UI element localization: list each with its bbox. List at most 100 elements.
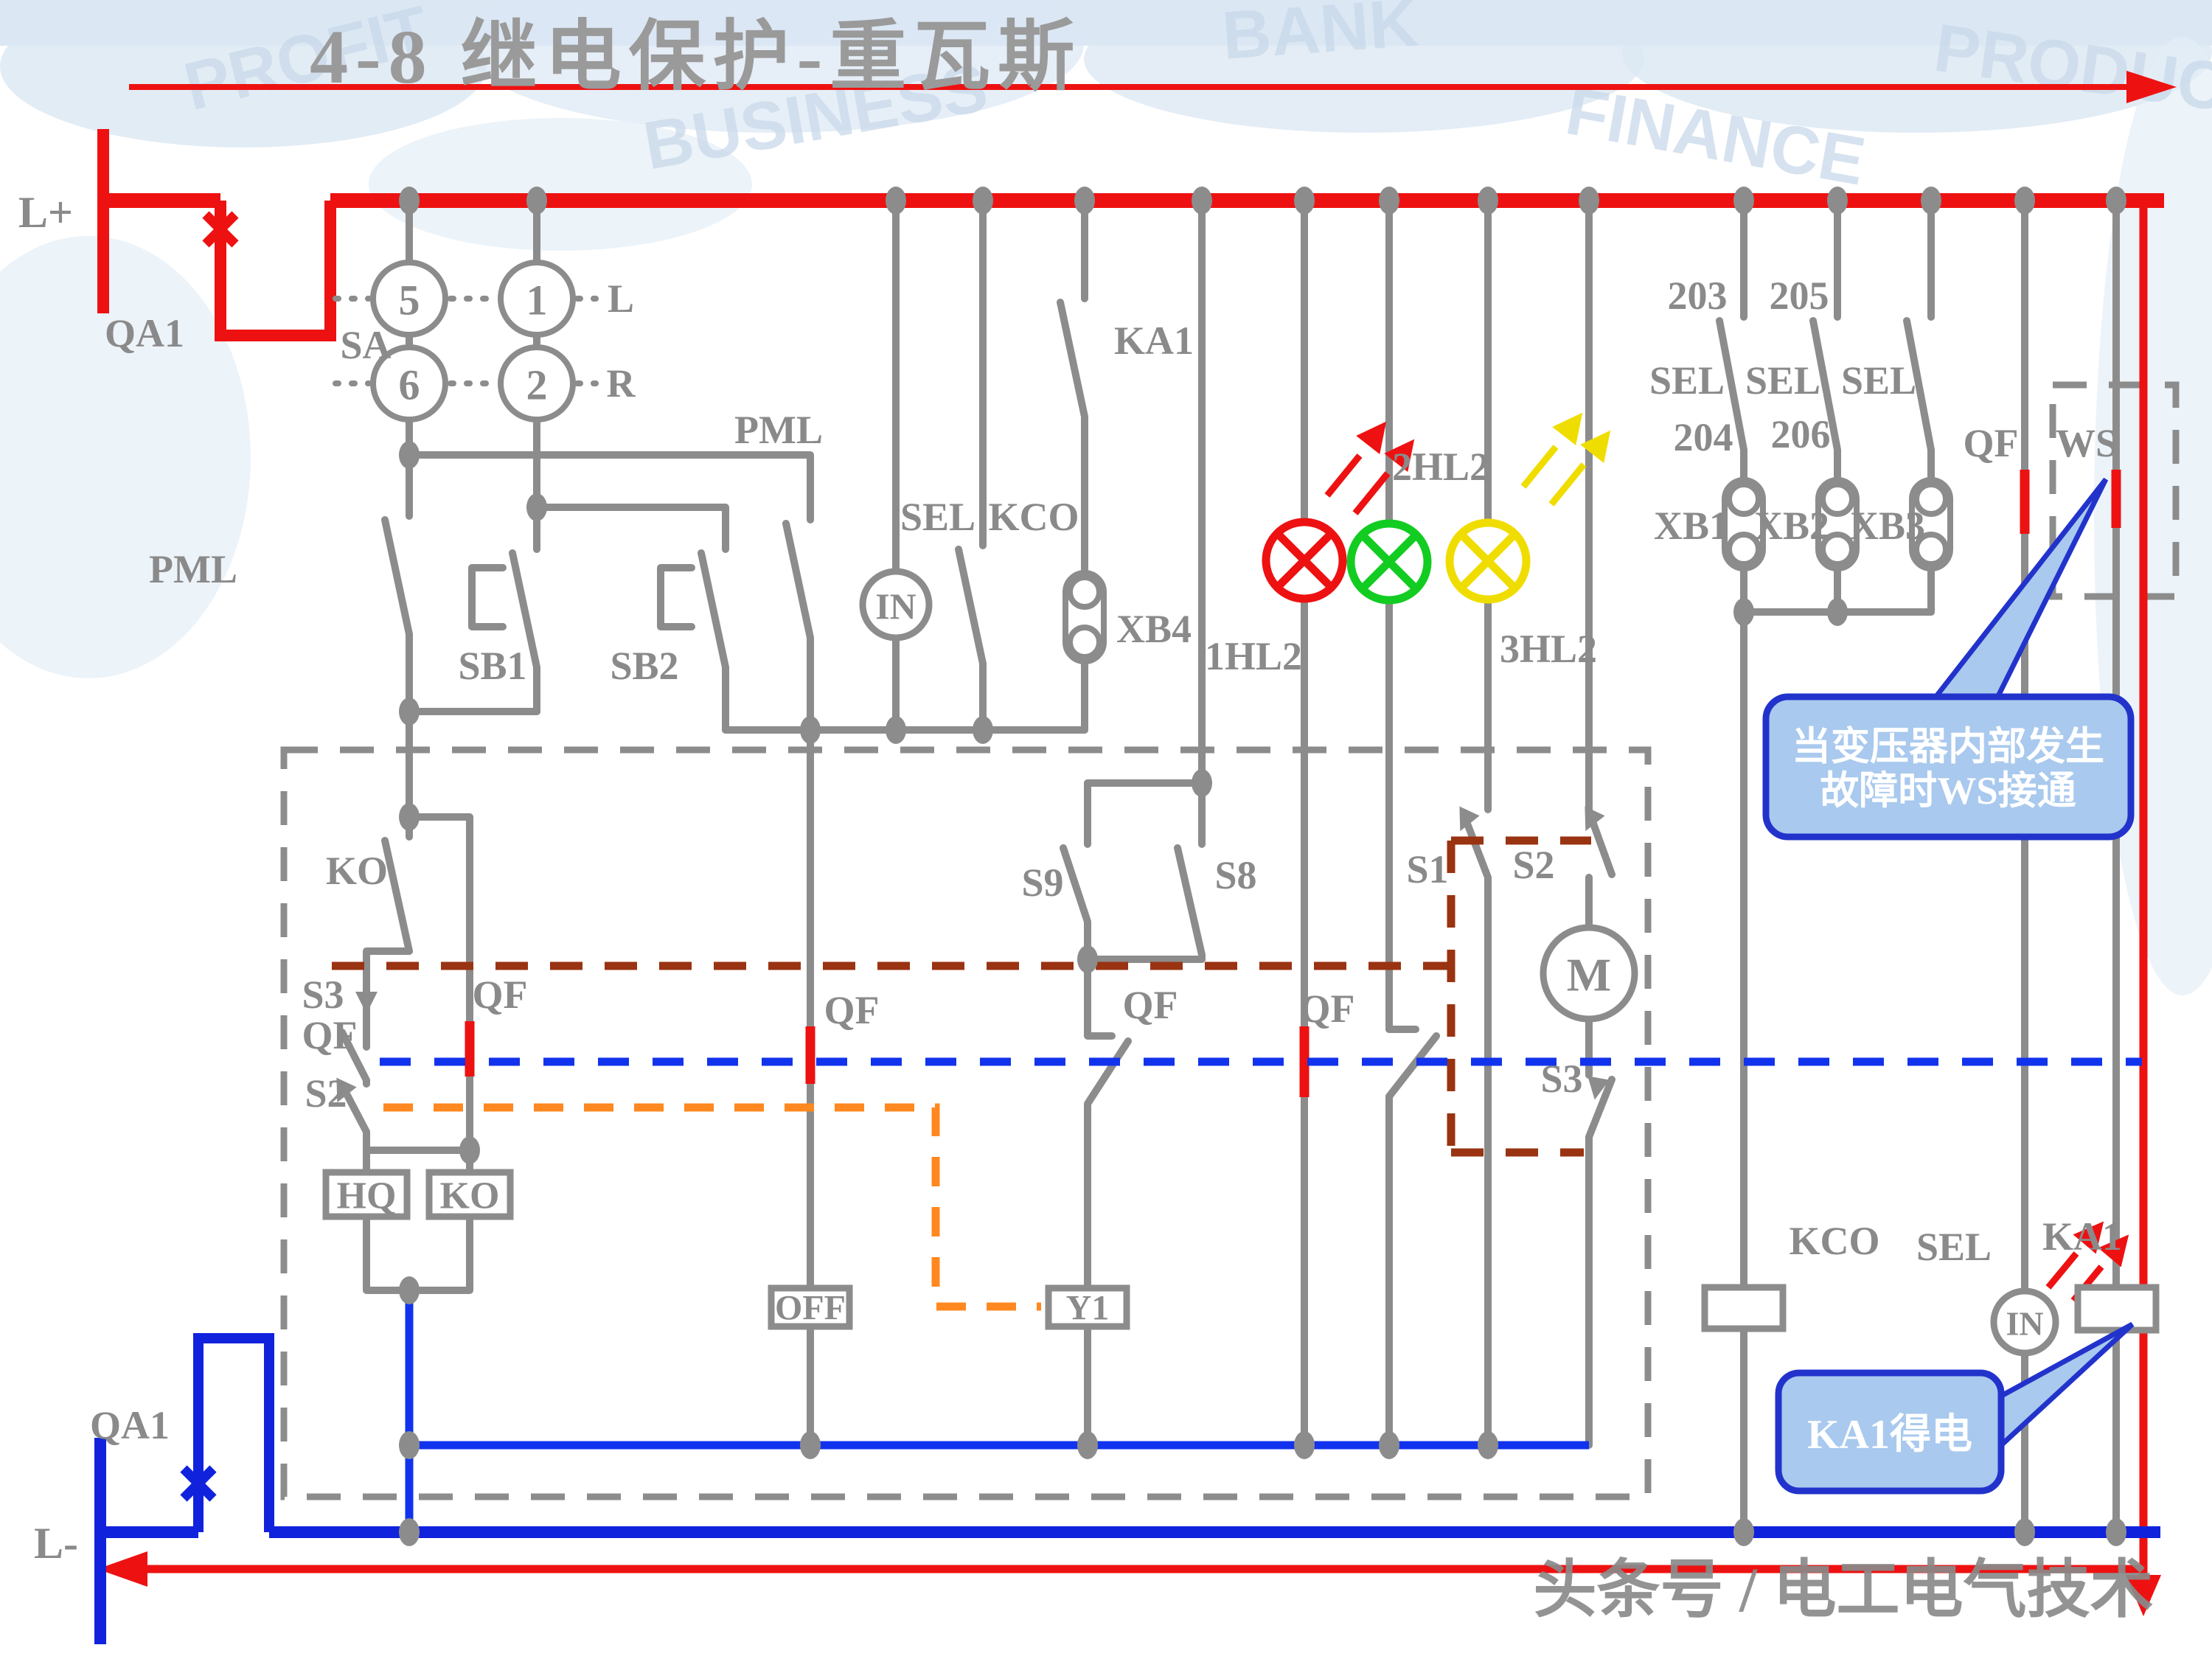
junction-dot bbox=[1827, 598, 1848, 626]
sel3-column bbox=[1903, 197, 1935, 616]
s9-label: S9 bbox=[1021, 860, 1063, 905]
l-plus-label: L+ bbox=[18, 188, 73, 237]
sa-selector bbox=[370, 260, 576, 422]
ko-contact-label: KO bbox=[326, 849, 388, 893]
hq-coil-label: HQ bbox=[337, 1175, 397, 1217]
junction-dot bbox=[526, 187, 547, 215]
sb2-label: SB2 bbox=[610, 644, 678, 688]
junction-dot bbox=[800, 716, 821, 744]
sa-contact-2: 2 bbox=[526, 361, 548, 409]
wire-203: 203 bbox=[1668, 274, 1728, 318]
link-ring bbox=[1913, 481, 1949, 517]
junction-dot bbox=[399, 441, 420, 469]
junction-dot bbox=[399, 803, 420, 831]
junction-dot bbox=[1478, 1431, 1498, 1459]
junction-dot bbox=[1294, 1431, 1315, 1459]
junction-dot bbox=[1192, 769, 1212, 797]
sa-contact-1: 1 bbox=[526, 276, 548, 324]
sa-pos-r: R bbox=[607, 361, 636, 406]
kco-top-label: KCO bbox=[988, 495, 1079, 539]
sa-pos-l: L bbox=[608, 276, 634, 321]
l-minus-label: L- bbox=[34, 1519, 78, 1568]
s1-contact bbox=[1460, 810, 1492, 1449]
map-blob bbox=[465, 0, 1084, 133]
off-coil-label: OFF bbox=[775, 1289, 846, 1328]
callouts: 当变压器内部发生 故障时WS接通 KA1得电 bbox=[1762, 477, 2135, 1495]
s8-label: S8 bbox=[1214, 853, 1256, 897]
junction-dot bbox=[1478, 187, 1498, 215]
linkage-arrows bbox=[336, 806, 1610, 1103]
junction-dot bbox=[2014, 187, 2035, 215]
motor-label: M bbox=[1567, 949, 1611, 1001]
link-ring bbox=[1067, 574, 1102, 610]
sel-right-2: SEL bbox=[1745, 358, 1820, 403]
ws-callout: 当变压器内部发生 故障时WS接通 bbox=[1762, 477, 2135, 841]
sb1-label: SB1 bbox=[458, 644, 526, 688]
footer-watermark: 头条号 / 电工电气技术 bbox=[1534, 1554, 2154, 1625]
kco-bottom-label: KCO bbox=[1789, 1219, 1879, 1263]
lamp-cross bbox=[1275, 531, 1334, 590]
arrowhead bbox=[1384, 439, 1415, 473]
s3-right-arrow bbox=[1587, 1076, 1610, 1100]
junction-dot bbox=[1074, 187, 1095, 215]
coils bbox=[322, 1169, 2160, 1334]
link-ring bbox=[1820, 481, 1855, 517]
indicator-lamps bbox=[1262, 518, 1531, 605]
sel-bottom-label: SEL bbox=[1916, 1225, 1992, 1269]
sa-label: SA bbox=[340, 323, 391, 367]
junction-dot bbox=[1733, 1518, 1754, 1546]
xb1-label: XB1 bbox=[1654, 504, 1729, 548]
junction-dot bbox=[399, 1276, 420, 1304]
y1-coil-label: Y1 bbox=[1066, 1289, 1110, 1328]
wire bbox=[406, 451, 814, 524]
s2-left-arrow bbox=[336, 1077, 357, 1103]
sa-dotted-links bbox=[333, 296, 599, 386]
qf-label-5: QF bbox=[1300, 987, 1355, 1031]
arrow-shaft bbox=[1520, 445, 1559, 489]
qf-label-1: QF bbox=[473, 973, 528, 1017]
link-ring bbox=[1726, 532, 1761, 567]
sb2-contact bbox=[698, 549, 729, 734]
pml-right-label: PML bbox=[734, 408, 823, 452]
sel2-column bbox=[1809, 197, 1841, 616]
sb1-contact bbox=[509, 549, 540, 715]
s2-right-label: S2 bbox=[1512, 843, 1554, 887]
ka1-coil-box bbox=[2074, 1284, 2160, 1334]
qf-label-2: QF bbox=[302, 1013, 358, 1057]
s3-left-label: S3 bbox=[302, 973, 344, 1017]
junction-dot bbox=[886, 187, 906, 215]
lamp-green-icon bbox=[1346, 519, 1432, 605]
lamp1-label: 1HL2 bbox=[1205, 634, 1302, 678]
qf-label-3: QF bbox=[824, 988, 880, 1032]
callout-text-line: 故障时WS接通 bbox=[1820, 769, 2076, 813]
hq-coil-box bbox=[322, 1169, 411, 1220]
xb2-label: XB2 bbox=[1754, 504, 1829, 548]
sa-contact-circle bbox=[498, 344, 576, 422]
callout-box bbox=[1775, 1369, 2005, 1495]
s2-left-label: S2 bbox=[305, 1071, 347, 1116]
orange-linkage bbox=[383, 1103, 1041, 1311]
map-blob bbox=[1084, 0, 1644, 133]
arrowhead bbox=[2098, 1234, 2129, 1267]
wire-205: 205 bbox=[1770, 274, 1829, 318]
xb4-label: XB4 bbox=[1116, 607, 1192, 651]
red-lit-arrows bbox=[1324, 421, 1415, 515]
callout-box bbox=[1762, 693, 2135, 841]
junction-dot bbox=[399, 187, 420, 215]
qa1-top-label: QA1 bbox=[105, 311, 184, 355]
brown-linkage-branch bbox=[1447, 836, 1591, 1157]
junction-dot bbox=[526, 493, 547, 521]
devices bbox=[322, 260, 2160, 1357]
s2-right-arrow bbox=[1585, 806, 1605, 832]
callout-text-line: 当变压器内部发生 bbox=[1792, 725, 2104, 768]
qf-blade-mid bbox=[1084, 956, 1132, 1292]
junction-dot bbox=[399, 698, 420, 726]
xb1-link-icon bbox=[1722, 477, 1766, 571]
junction-dot bbox=[1379, 1431, 1399, 1459]
callout-text-line: KA1得电 bbox=[1807, 1412, 1972, 1458]
wire bbox=[533, 504, 729, 553]
junction-dot bbox=[1733, 187, 1754, 215]
lamp-cross bbox=[1458, 532, 1517, 591]
junction-dot bbox=[2106, 187, 2126, 215]
